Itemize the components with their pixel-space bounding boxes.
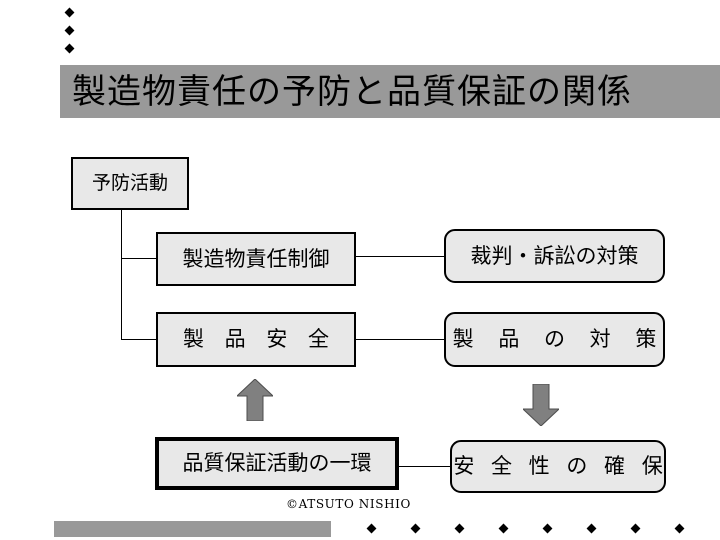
page-title: 製造物責任の予防と品質保証の関係	[72, 71, 632, 112]
bullet-diamond-icon-3	[64, 43, 75, 54]
bullet-diamond-icon-2	[64, 25, 75, 36]
connector-product-safety-to-product-measure	[356, 339, 445, 340]
footer-diamond-icon-4	[498, 523, 509, 534]
node-product-safety[interactable]: 製 品 安 全	[156, 312, 356, 367]
node-qa-part[interactable]: 品質保証活動の一環	[155, 437, 399, 490]
arrow-up-icon	[235, 378, 275, 422]
node-product-safety-label: 製 品 安 全	[182, 327, 337, 351]
connector-prevention-to-product-safety	[121, 339, 157, 340]
node-safety-ensure[interactable]: 安 全 性 の 確 保	[450, 440, 666, 493]
footer-diamond-icon-8	[674, 523, 685, 534]
node-prevention[interactable]: 予防活動	[71, 157, 189, 210]
footer-diamond-icon-5	[542, 523, 553, 534]
copyright-text: ©ATSUTO NISHIO	[286, 497, 411, 511]
footer-diamond-icon-2	[410, 523, 421, 534]
footer-bar	[54, 521, 331, 537]
footer-diamond-icon-1	[366, 523, 377, 534]
footer-diamond-icon-7	[630, 523, 641, 534]
connector-qa-part-to-safety-ensure	[398, 466, 451, 467]
node-product-measure[interactable]: 製 品 の 対 策	[444, 312, 665, 367]
connector-prevention-trunk	[121, 209, 122, 340]
node-prevention-label: 予防活動	[91, 172, 168, 194]
node-product-measure-label: 製 品 の 対 策	[452, 327, 666, 351]
footer-diamond-icon-3	[454, 523, 465, 534]
footer-diamond-icon-6	[586, 523, 597, 534]
title-banner: 製造物責任の予防と品質保証の関係	[60, 65, 720, 118]
bullet-diamond-icon-1	[64, 7, 75, 18]
connector-prevention-to-pl-control	[121, 258, 157, 259]
connector-pl-control-to-litigation	[356, 256, 445, 257]
node-qa-part-label: 品質保証活動の一環	[182, 451, 372, 475]
node-litigation[interactable]: 裁判・訴訟の対策	[444, 229, 665, 283]
arrow-down-icon	[521, 383, 561, 427]
node-pl-control[interactable]: 製造物責任制御	[156, 232, 356, 286]
node-litigation-label: 裁判・訴訟の対策	[470, 243, 639, 268]
node-pl-control-label: 製造物責任制御	[182, 246, 330, 271]
node-safety-ensure-label: 安 全 性 の 確 保	[453, 454, 668, 478]
